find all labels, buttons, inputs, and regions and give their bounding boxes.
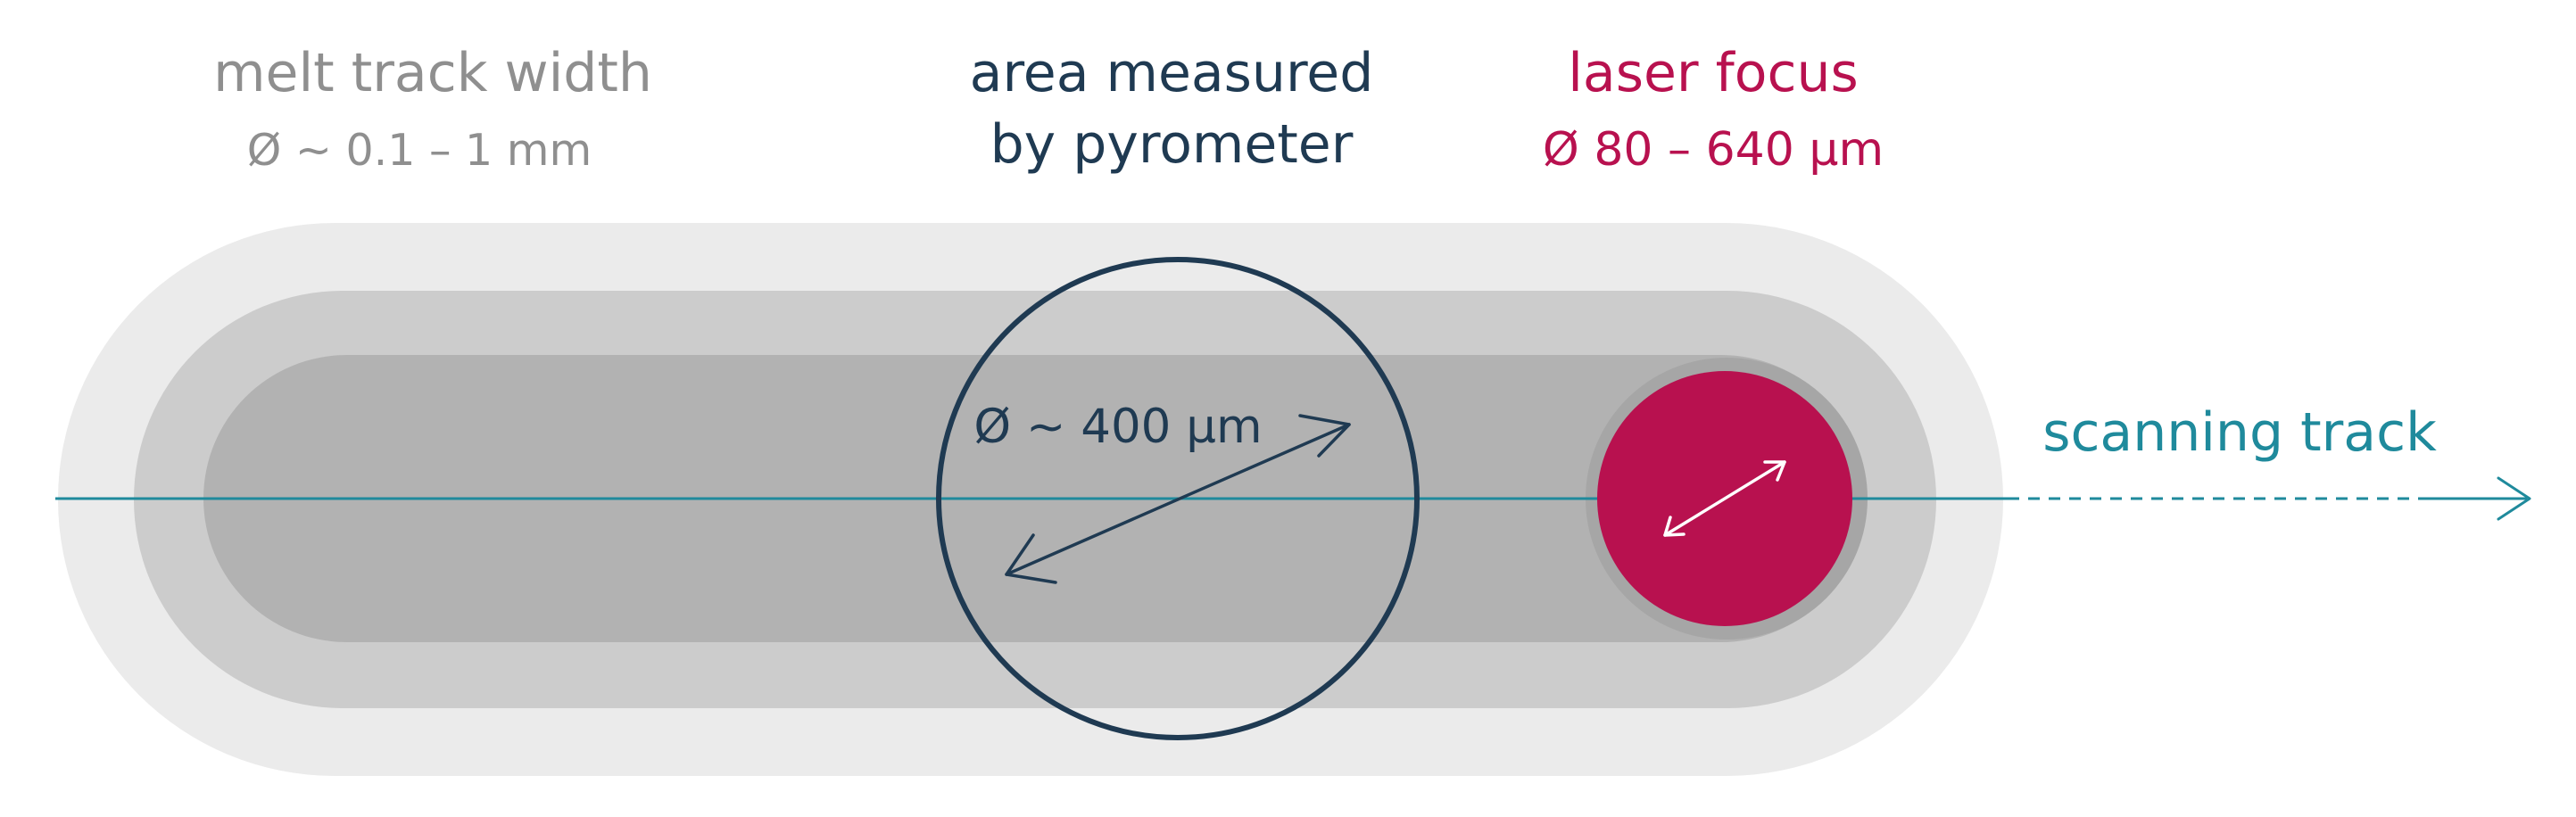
pyrometer-circle <box>936 257 1420 740</box>
laser-focus-title: laser focus <box>1568 42 1858 104</box>
arrow-right-icon <box>2497 476 2531 521</box>
pyrometer-label-line2: by pyrometer <box>990 113 1354 176</box>
pyrometer-label-line1: area measured <box>970 42 1374 104</box>
melt-track-value: Ø ~ 0.1 – 1 mm <box>247 125 592 176</box>
pyrometer-diameter-label: Ø ~ 400 μm <box>973 400 1262 454</box>
scanning-track-label: scanning track <box>2042 401 2437 464</box>
laser-focus-value: Ø 80 – 640 μm <box>1543 123 1884 177</box>
double-arrow-icon <box>1663 460 1786 537</box>
melt-track-title: melt track width <box>213 42 652 104</box>
double-arrow-icon <box>1005 414 1351 584</box>
